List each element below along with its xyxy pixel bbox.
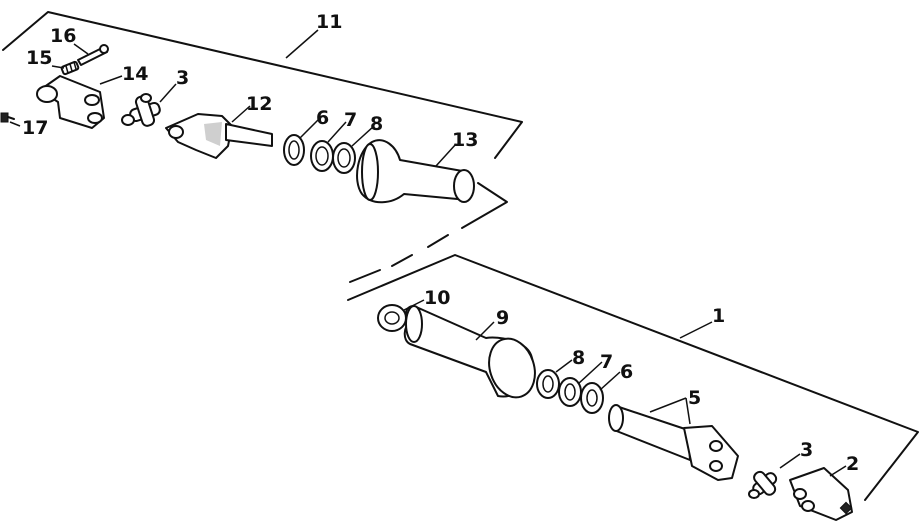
callout-11: 11	[316, 11, 342, 33]
callout-15: 15	[26, 47, 52, 69]
callout-13: 13	[452, 129, 478, 151]
callout-12: 12	[246, 93, 272, 115]
part-2-end-yoke	[789, 467, 853, 521]
callout-17: 17	[22, 117, 48, 139]
callout-14: 14	[122, 63, 148, 85]
callout-9: 9	[496, 307, 509, 329]
part-9-tube-shield	[403, 305, 536, 399]
callout-3-upper: 3	[176, 67, 189, 89]
callout-8-upper: 8	[370, 113, 383, 135]
lower-assembly-bracket	[347, 254, 919, 501]
part-8-nut-upper	[332, 142, 356, 174]
part-14-yoke	[36, 75, 105, 129]
callout-8-lower: 8	[572, 347, 585, 369]
callout-3-lower: 3	[800, 439, 813, 461]
callout-1: 1	[712, 305, 725, 327]
part-5-yoke-tube	[608, 404, 739, 481]
callout-6-lower: 6	[620, 361, 633, 383]
part-15-spring	[60, 60, 80, 76]
callout-labels: 11 16 15 14 3 12 6 7 8 13 17 1 10 9 8 7 …	[22, 11, 859, 475]
part-3-universal-cross-upper	[121, 93, 161, 127]
callout-7-lower: 7	[600, 351, 613, 373]
callout-10: 10	[424, 287, 450, 309]
part-6-snap-ring-lower	[580, 382, 604, 414]
shaft-break-connector	[349, 182, 508, 283]
part-7-washer-lower	[558, 377, 582, 407]
leader-lines	[9, 29, 847, 477]
upper-assembly-bracket	[2, 11, 523, 159]
part-6-snap-ring-upper	[283, 134, 305, 166]
part-8-nut-lower	[536, 369, 560, 399]
part-10-ring	[377, 304, 407, 332]
callout-5: 5	[688, 387, 701, 409]
part-13-shield-cone	[356, 139, 475, 204]
callout-7-upper: 7	[344, 109, 357, 131]
part-16-pin	[77, 44, 109, 66]
callout-6-upper: 6	[316, 107, 329, 129]
callout-16: 16	[50, 25, 76, 47]
part-7-washer-upper	[310, 140, 334, 172]
callout-2: 2	[846, 453, 859, 475]
part-3-universal-cross-lower	[748, 470, 778, 499]
part-17-nut	[0, 112, 15, 123]
part-12-yoke-shaft	[165, 113, 273, 159]
